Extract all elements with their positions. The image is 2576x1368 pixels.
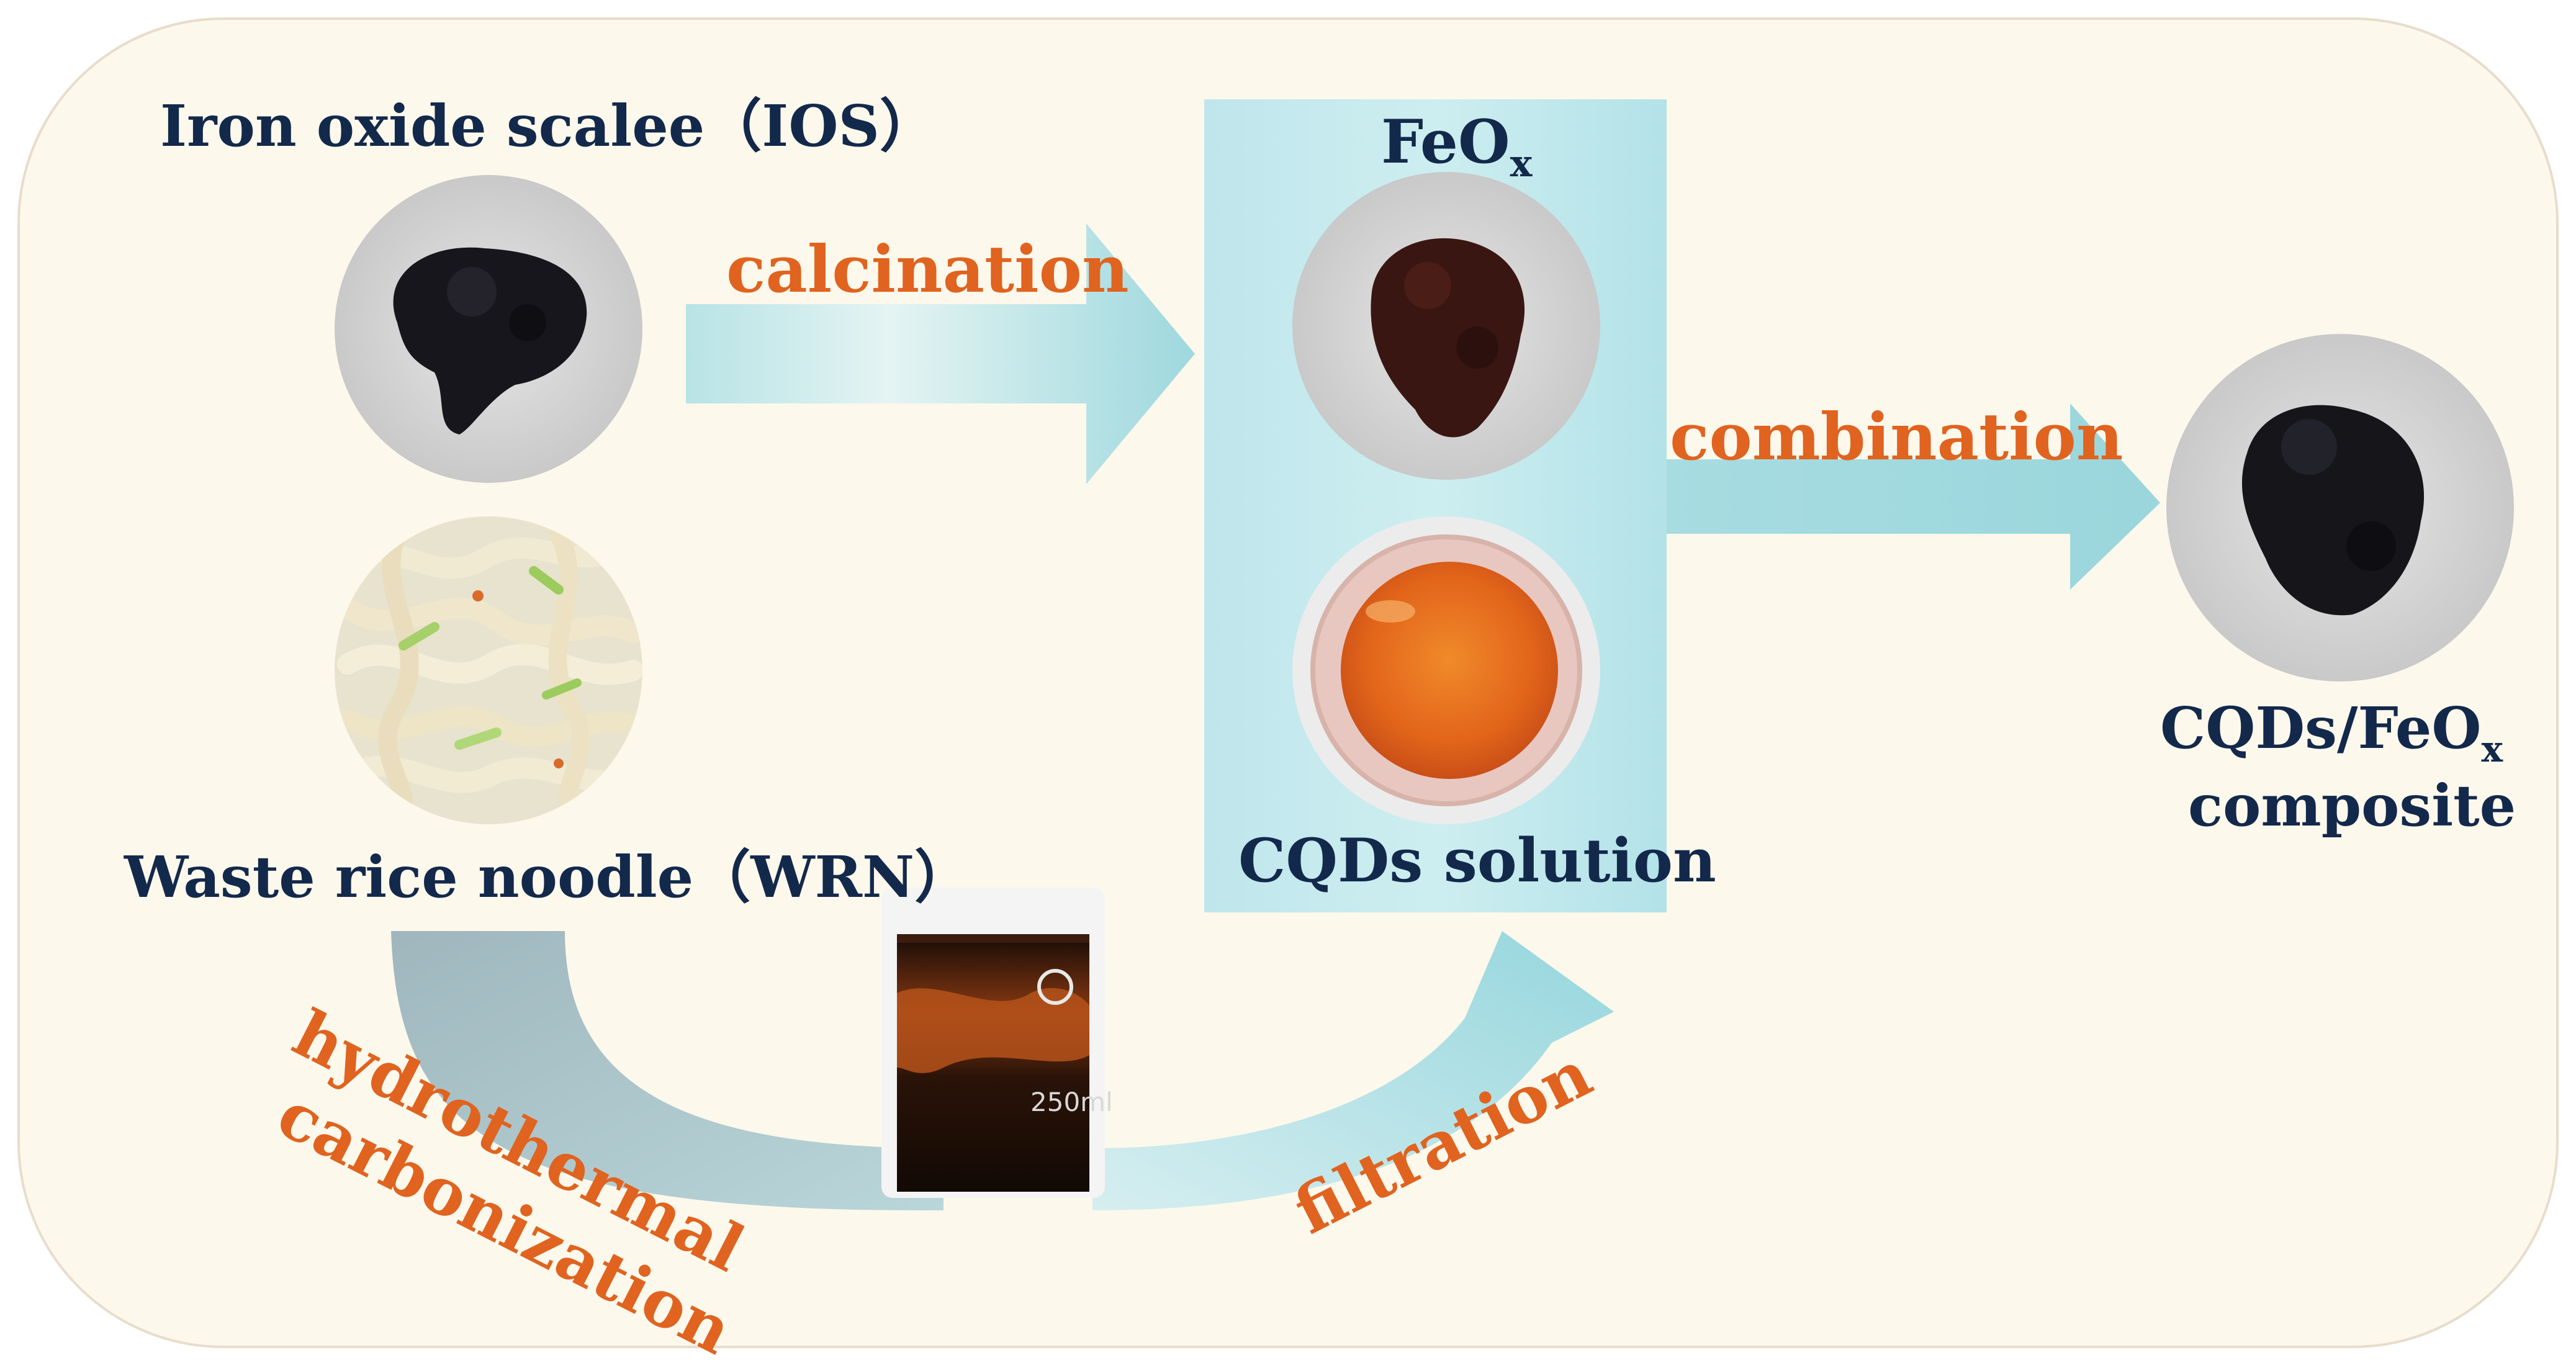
combination-arrow xyxy=(1667,403,2160,590)
beaker-photo: 250ml xyxy=(881,888,1113,1198)
feox-powder-photo xyxy=(1292,172,1600,480)
hydrothermal-curve-arrow xyxy=(391,931,943,1210)
calcination-arrow xyxy=(686,223,1195,484)
wrn-label: Waste rice noodle（WRN） xyxy=(124,844,971,911)
cqds-solution-label: CQDs solution xyxy=(1238,826,1716,896)
ios-label: Iron oxide scalee（IOS） xyxy=(160,92,937,160)
beaker-volume-label: 250ml xyxy=(1030,1087,1113,1117)
combination-label: combination xyxy=(1670,398,2123,475)
waste-rice-noodle-photo xyxy=(335,516,642,824)
feox-label: FeOx xyxy=(1381,107,1533,186)
composite-powder-photo xyxy=(2166,334,2514,682)
composite-label-line2: composite xyxy=(2188,772,2516,839)
calcination-label: calcination xyxy=(726,231,1129,307)
composite-label-line1: CQDs/FeOx xyxy=(2160,695,2503,770)
cqds-solution-photo xyxy=(1292,516,1600,824)
filtration-curve-arrow xyxy=(1092,931,1614,1210)
iron-oxide-scale-photo xyxy=(335,175,642,483)
